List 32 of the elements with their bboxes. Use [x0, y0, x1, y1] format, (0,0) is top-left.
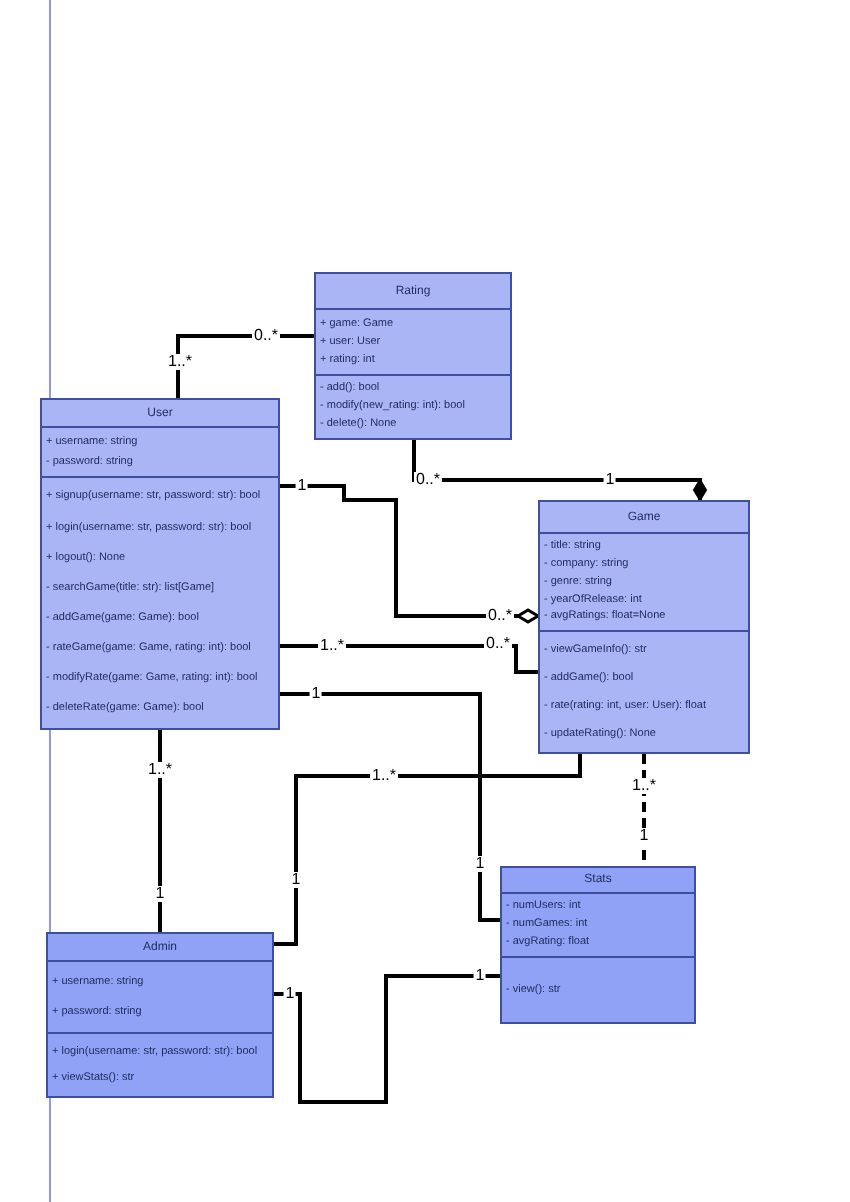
association-line — [412, 440, 707, 501]
association-line — [280, 644, 538, 674]
multiplicity-label: 0..* — [414, 472, 442, 488]
multiplicity-label: 1 — [473, 968, 487, 984]
multiplicity-label: 1 — [295, 478, 309, 494]
association-line — [280, 692, 500, 922]
multiplicity-label: 0..* — [484, 636, 512, 652]
multiplicity-label: 1 — [603, 472, 617, 488]
class-box — [314, 272, 512, 440]
multiplicity-label: 1 — [283, 986, 297, 1002]
multiplicity-label: 1..* — [318, 638, 346, 654]
multiplicity-label: 0..* — [252, 328, 280, 344]
multiplicity-label: 1 — [309, 686, 323, 702]
multiplicity-label: 1..* — [370, 768, 398, 784]
association-line — [642, 754, 646, 866]
multiplicity-label: 1 — [289, 872, 303, 888]
multiplicity-label: 1..* — [146, 762, 174, 778]
class-box — [500, 866, 696, 1024]
association-line — [280, 484, 540, 624]
multiplicity-label: 1..* — [166, 354, 194, 370]
multiplicity-label: 1 — [637, 828, 651, 844]
multiplicity-label: 1..* — [630, 778, 658, 794]
class-box — [538, 500, 750, 754]
association-line — [274, 754, 582, 946]
class-box — [40, 398, 280, 730]
association-line — [176, 334, 314, 398]
multiplicity-label: 0..* — [486, 608, 514, 624]
association-line — [274, 974, 500, 1104]
association-line — [158, 730, 162, 932]
multiplicity-label: 1 — [153, 886, 167, 902]
multiplicity-label: 1 — [473, 856, 487, 872]
class-box — [46, 932, 274, 1098]
